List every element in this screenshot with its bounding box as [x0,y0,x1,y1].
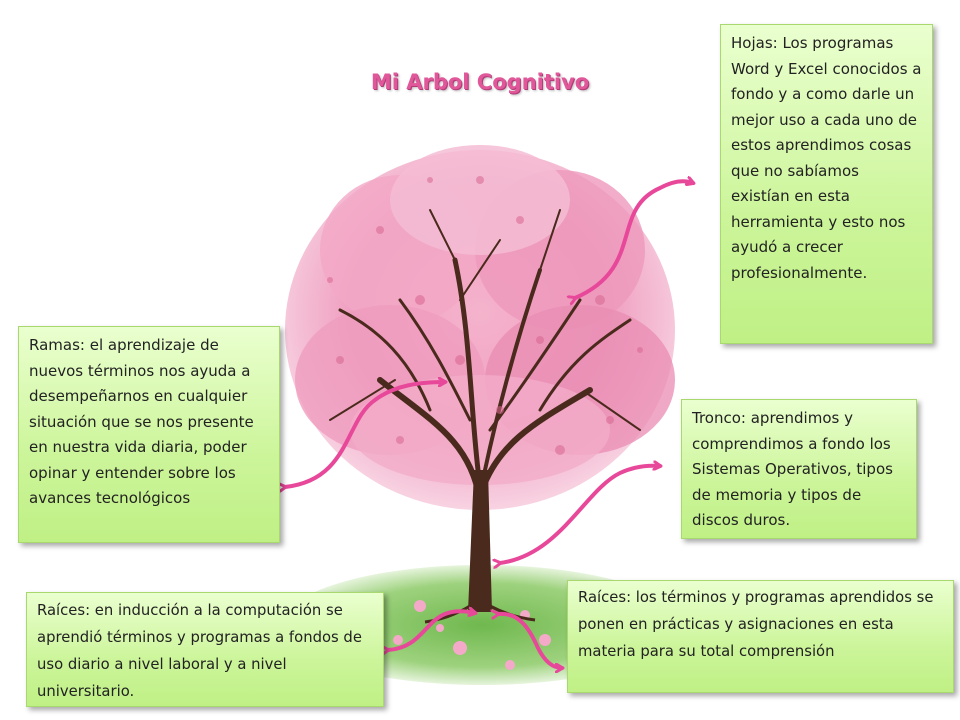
arrow-ramas [285,382,445,487]
ramas-text-box: Ramas: el aprendizaje de nuevos términos… [18,326,280,543]
arrow-hojas [575,181,693,298]
tronco-text-box: Tronco: aprendimos y comprendimos a fond… [681,399,917,539]
raices-right-text-box: Raíces: los términos y programas aprendi… [567,580,954,693]
arrow-raices-left [388,611,475,650]
page-title: Mi Arbol Cognitivo [370,70,590,94]
arrow-raices-right [498,614,562,668]
raices-left-text-box: Raíces: en inducción a la computación se… [26,592,384,707]
connector-arrows [285,181,693,668]
tree-trunk [468,470,492,612]
arrow-tronco [500,466,660,563]
hojas-text-box: Hojas: Los programas Word y Excel conoci… [720,24,933,344]
